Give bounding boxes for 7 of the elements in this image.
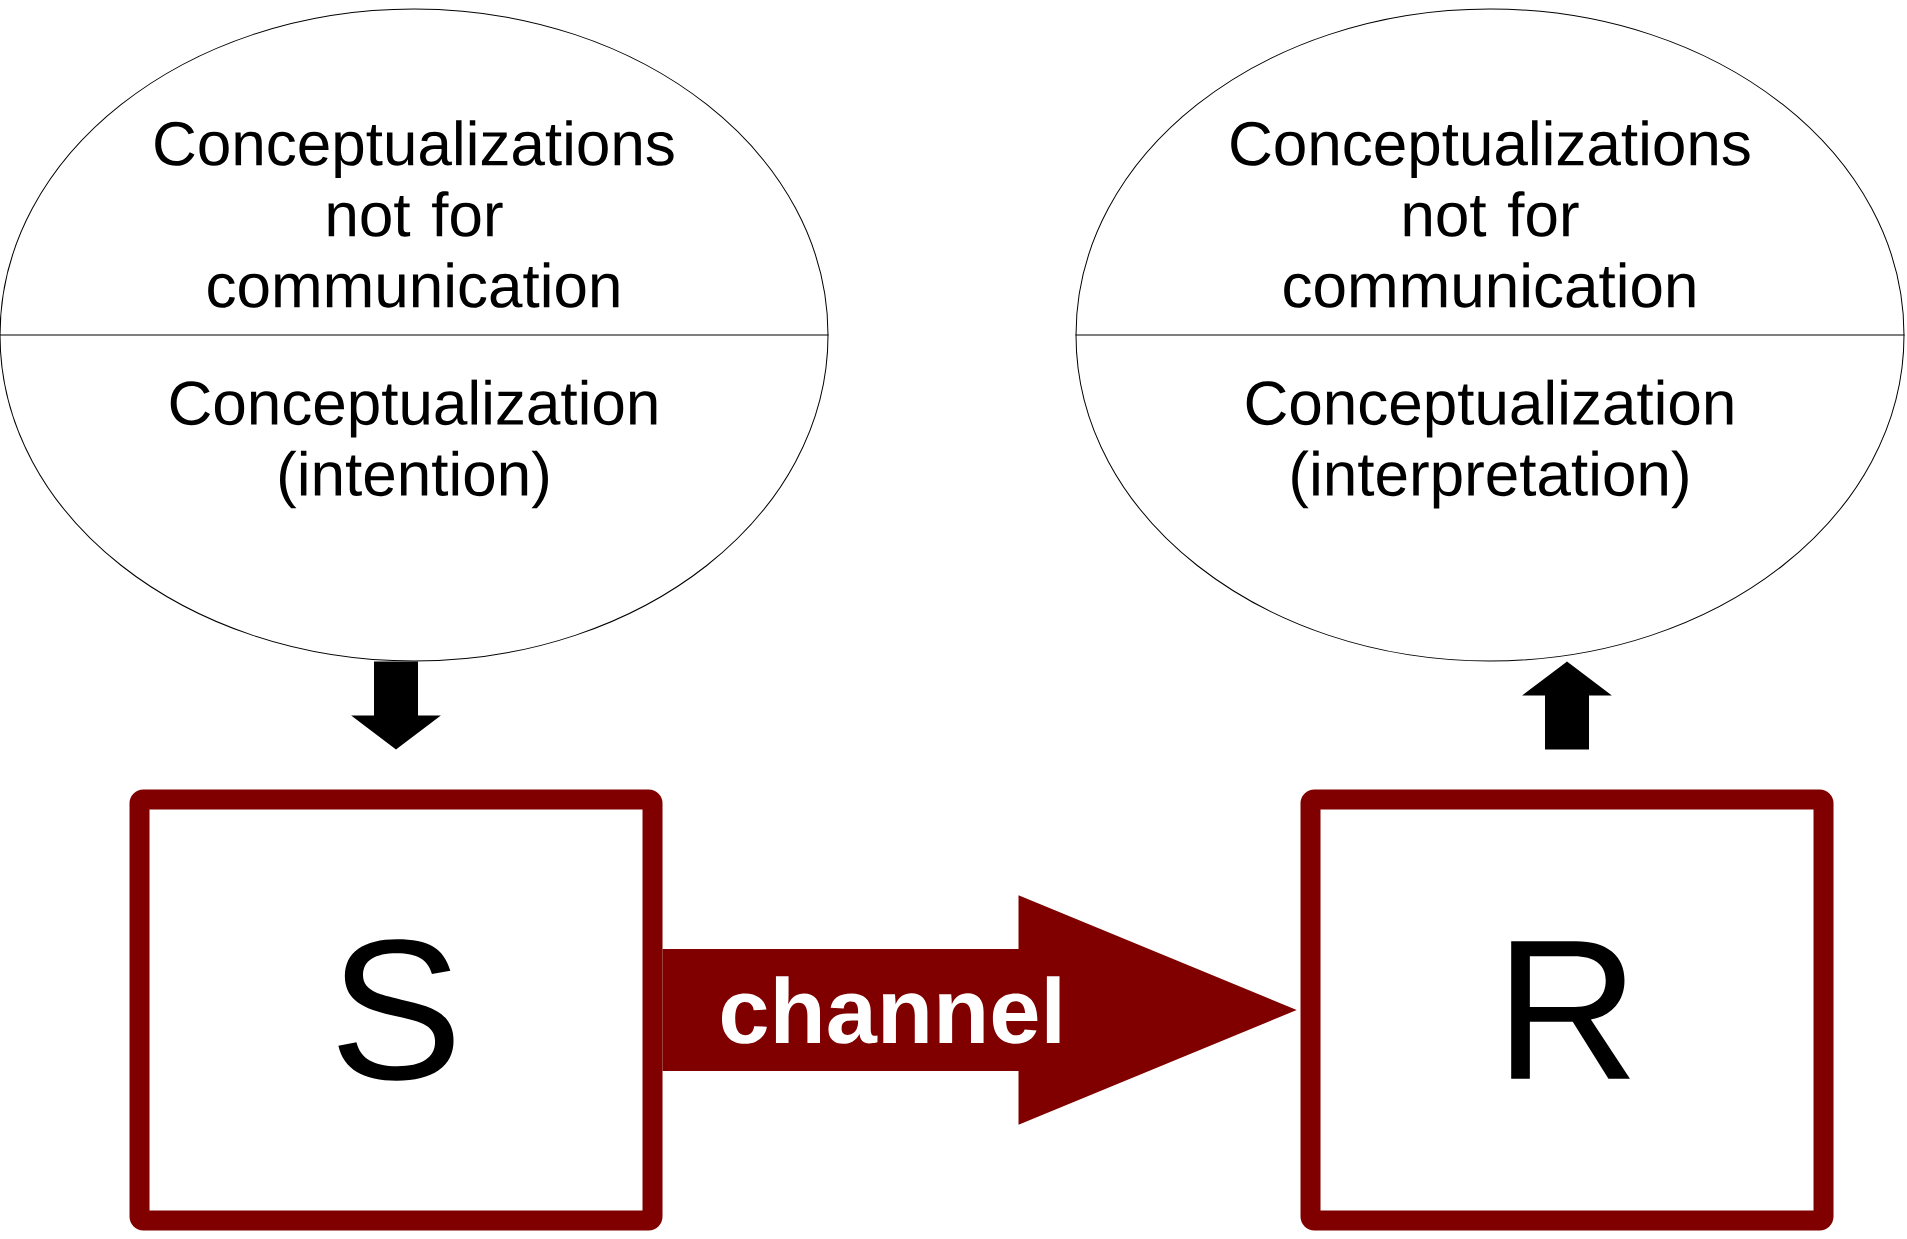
agent-box: S bbox=[129, 789, 663, 1231]
ellipse-text: Conceptualizations not for communication bbox=[1231, 120, 1750, 308]
ellipse-text: Conceptualization (intention) bbox=[170, 379, 657, 509]
edge-label: channel bbox=[716, 974, 1068, 1046]
ellipse-text: Conceptualization (interpretation) bbox=[1246, 379, 1733, 509]
ellipse-text: Conceptualizations not for communication bbox=[155, 120, 674, 308]
agent-box: R bbox=[1300, 789, 1834, 1231]
